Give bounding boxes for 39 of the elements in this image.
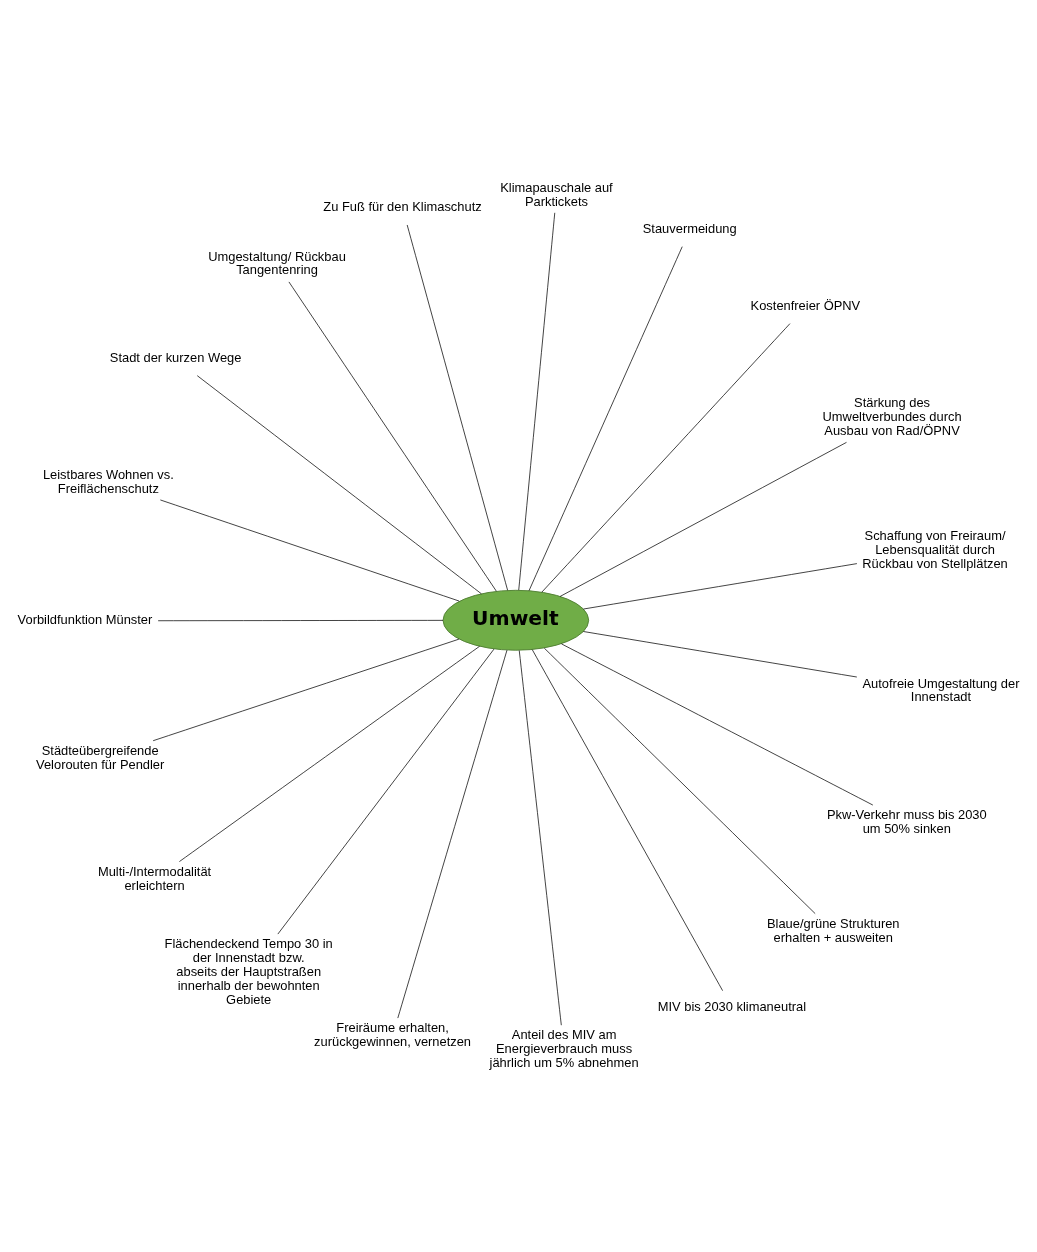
connector	[583, 631, 858, 678]
connector	[406, 224, 508, 591]
connector	[196, 375, 482, 595]
connector	[531, 649, 723, 992]
node-text: Flächendeckend Tempo 30 in der Innenstadt bzw. abseits der Hauptstraßen innerhalb der bewohnten Gebiete	[164, 936, 333, 1007]
node-text: Multi-/Intermodalität erleichtern	[97, 863, 212, 893]
node-text: MIV bis 2030 klimaneutral	[657, 998, 807, 1014]
connector	[152, 638, 460, 742]
connector	[288, 281, 497, 592]
connector	[583, 563, 858, 610]
node-text: Umgestaltung/ Rückbau Tangentenring	[208, 248, 346, 278]
node-text: Klimapauschale auf Parktickets	[500, 179, 613, 209]
connector	[561, 643, 874, 806]
node-text: Pkw-Verkehr muss bis 2030 um 50% sinken	[826, 807, 987, 836]
connector	[518, 650, 562, 1026]
node-text: Vorbildfunktion Münster	[17, 612, 153, 628]
connector	[518, 212, 556, 591]
node-text: Zu Fuß für den Klimaschutz	[323, 199, 482, 215]
connector	[543, 647, 816, 914]
node-text: Stauvermeidung	[642, 221, 737, 237]
connector	[179, 645, 480, 862]
node-text: Freiräume erhalten, zurückgewinnen, vernetzen	[314, 1020, 472, 1050]
node-text: Leistbares Wohnen vs. Freiflächenschutz	[42, 466, 174, 496]
node-ellipse: Umwelt	[442, 589, 590, 651]
connector	[559, 442, 847, 597]
node-text: Autofreie Umgestaltung der Innenstadt	[862, 675, 1020, 705]
node-text: Stadt der kurzen Wege	[109, 350, 242, 366]
node-text: Kostenfreier ÖPNV	[750, 298, 861, 314]
connector	[397, 649, 508, 1019]
connector	[277, 648, 495, 935]
connector	[160, 499, 460, 602]
node-text: Anteil des MIV am Energieverbrauch muss jährlich um 5% abnehmen	[489, 1027, 639, 1071]
node-text: Blaue/grüne Strukturen erhalten + ausweiten	[766, 915, 900, 945]
connector	[541, 323, 791, 593]
node-text: Schaffung von Freiraum/ Lebensqualität durch Rückbau von Stellplätzen	[862, 528, 1008, 571]
node-text: Stärkung des Umweltverbundes durch Ausbau von Rad/ÖPNV	[822, 395, 962, 439]
connector	[157, 620, 444, 622]
connector	[528, 246, 683, 591]
node-text: Städteübergreifende Velorouten für Pendler	[36, 742, 165, 772]
